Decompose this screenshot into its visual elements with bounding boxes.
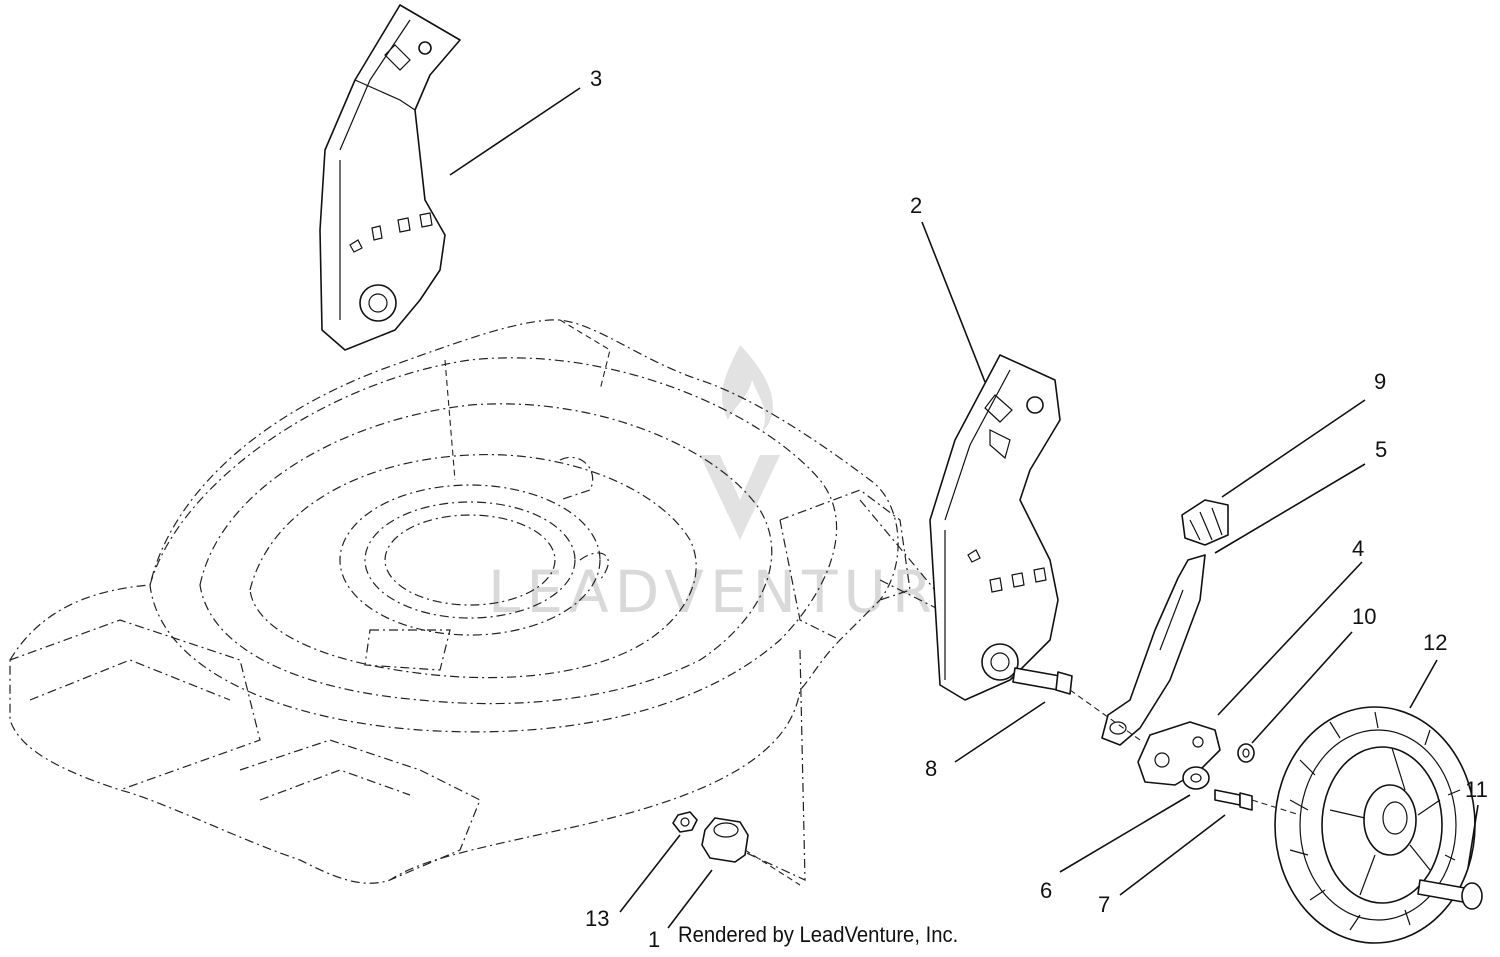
callout-12: 12 xyxy=(1423,630,1447,655)
callout-13: 13 xyxy=(585,906,609,931)
part-9-grip xyxy=(1181,499,1229,546)
part-7-screw xyxy=(1214,789,1253,811)
part-10-washer xyxy=(1237,743,1255,763)
part-8-bolt xyxy=(1012,667,1073,695)
part-3-left-height-bracket xyxy=(319,4,461,351)
callout-8: 8 xyxy=(925,756,937,781)
part-5-adjust-lever xyxy=(1101,554,1206,746)
part-11-axle-bolt xyxy=(1417,879,1483,910)
callout-10: 10 xyxy=(1352,604,1376,629)
part-1-bushing xyxy=(701,817,749,863)
part-2-right-height-bracket xyxy=(929,354,1061,701)
part-12-wheel xyxy=(1274,706,1476,944)
callout-5: 5 xyxy=(1375,437,1387,462)
callout-2: 2 xyxy=(910,193,922,218)
leader-lines xyxy=(449,87,1479,929)
watermark: LEADVENTURE xyxy=(488,345,981,626)
part-13-nut xyxy=(672,811,698,833)
assembly-lines xyxy=(744,689,1301,886)
callout-3: 3 xyxy=(590,66,602,91)
callout-4: 4 xyxy=(1352,536,1364,561)
part-6-spacer xyxy=(1182,766,1210,790)
callout-9: 9 xyxy=(1374,369,1386,394)
callout-1: 1 xyxy=(648,927,660,952)
watermark-text: LEADVENTURE xyxy=(488,558,981,626)
credit-text: Rendered by LeadVenture, Inc. xyxy=(678,922,959,947)
callout-11: 11 xyxy=(1465,777,1488,802)
callout-6: 6 xyxy=(1040,878,1052,903)
callout-7: 7 xyxy=(1098,892,1110,917)
callouts: 3 2 9 5 4 10 12 11 8 6 7 13 1 xyxy=(585,66,1488,952)
mower-deck xyxy=(9,319,961,884)
